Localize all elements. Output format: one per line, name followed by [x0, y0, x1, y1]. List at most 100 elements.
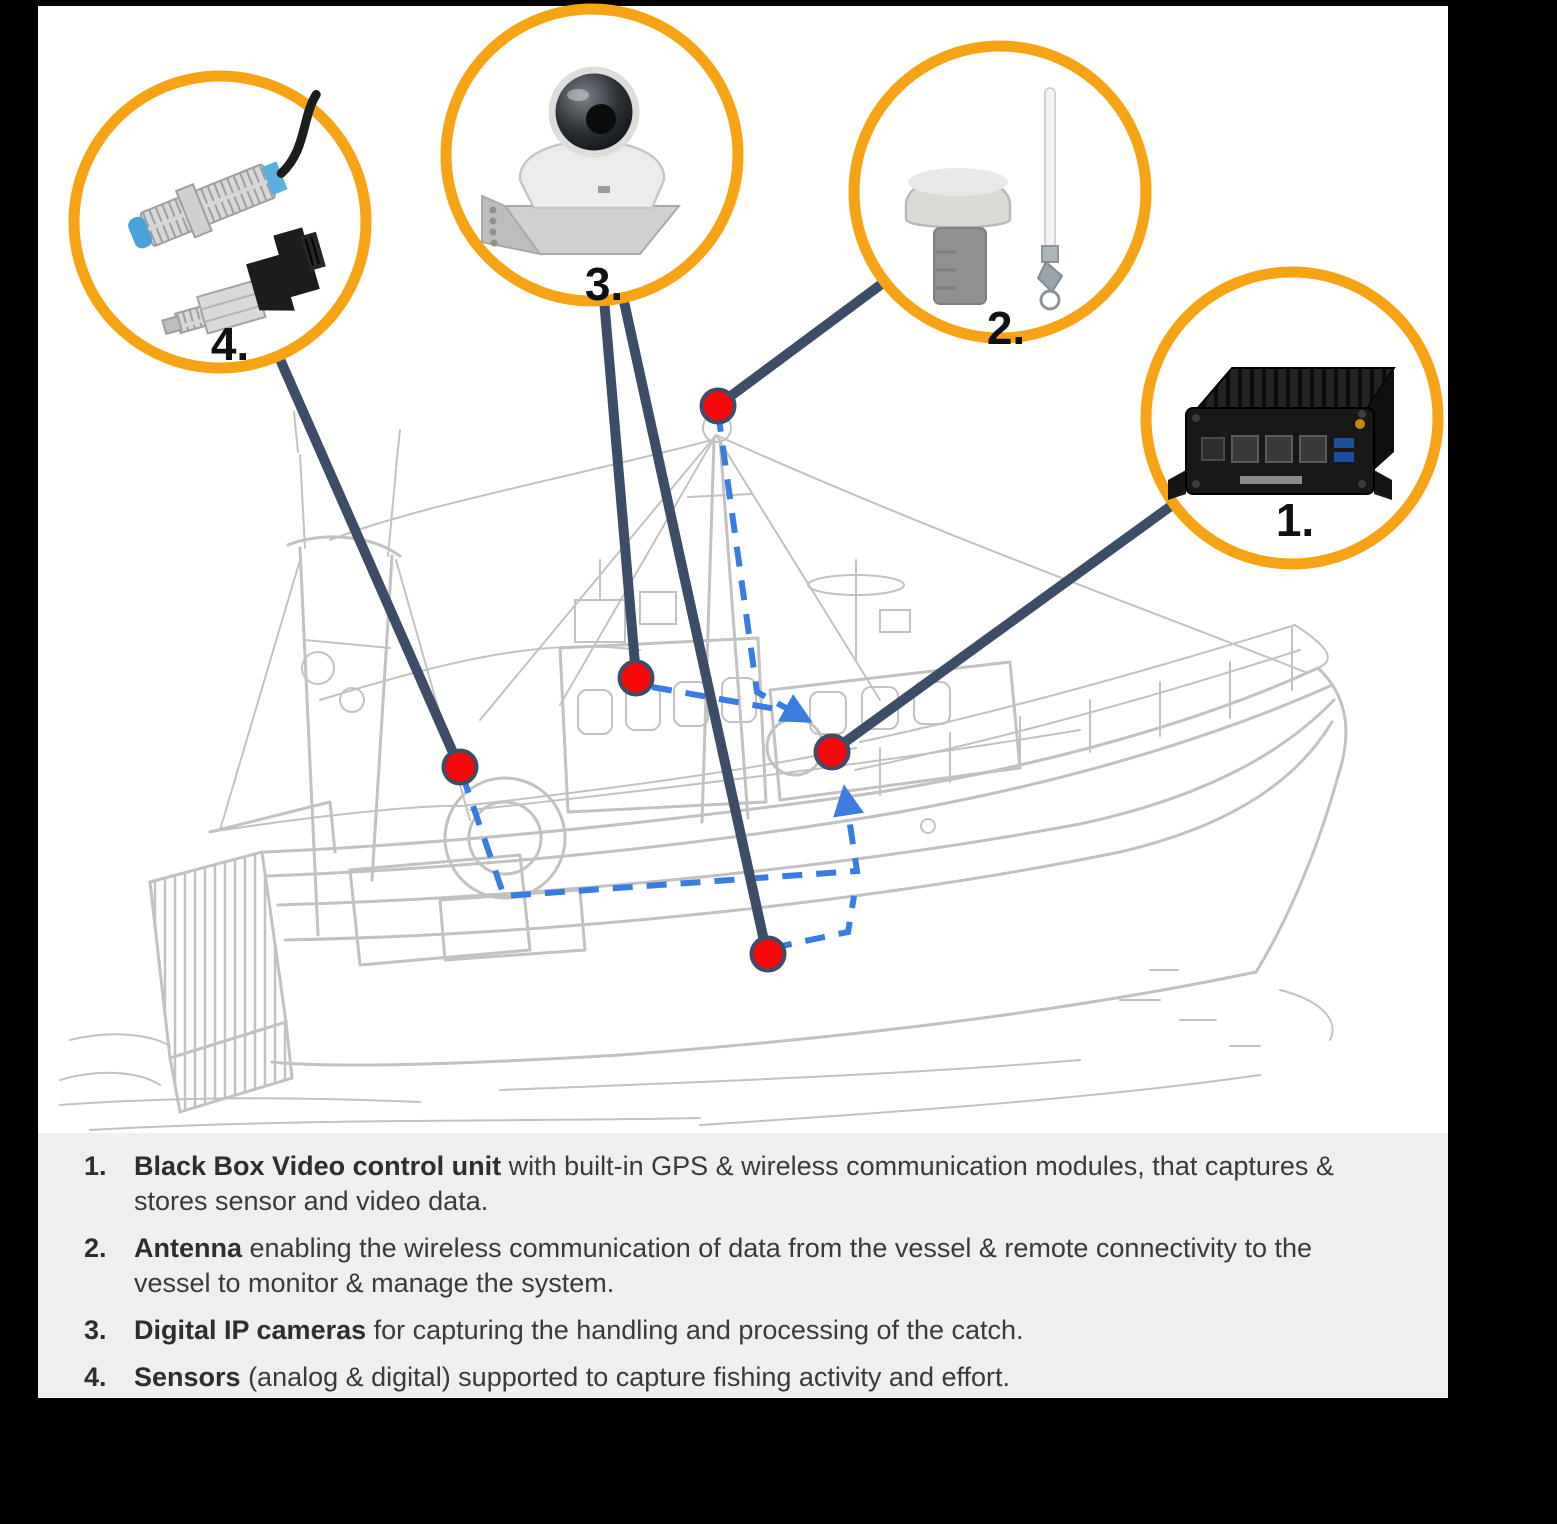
legend-lead: Sensors: [134, 1362, 241, 1392]
legend-text: Digital IP cameras for capturing the han…: [134, 1313, 1396, 1348]
winch-base: [438, 888, 587, 962]
hull-stripe-lower: [283, 720, 1334, 942]
leader-sensors: [274, 352, 463, 769]
legend: 1. Black Box Video control unit with bui…: [38, 1133, 1448, 1397]
legend-rest: with built-in GPS & wireless communicati…: [134, 1151, 1334, 1216]
callout-label-2: 2.: [987, 302, 1025, 354]
legend-item-antenna: 2. Antenna enabling the wireless communi…: [84, 1231, 1396, 1301]
leader-antenna: [715, 278, 888, 409]
legend-number: 3.: [84, 1315, 107, 1345]
plug-ribs: [304, 237, 320, 267]
midship-railing: [209, 747, 857, 833]
callout-label-1: 1.: [1276, 494, 1314, 546]
gantry-pulley-small: [339, 687, 365, 713]
gps-antenna-stem: [933, 227, 987, 305]
callout-label-3: 3.: [585, 258, 623, 310]
ethernet-port: [1231, 435, 1259, 463]
backstay: [329, 439, 713, 541]
dome-camera-image: [481, 66, 682, 256]
legend-number: 4.: [84, 1362, 107, 1392]
wheelhouse-roof-gear: [574, 559, 677, 643]
mount-point-camera-wheelhouse: [617, 659, 655, 697]
hull-stripe-upper: [276, 698, 1336, 907]
route-wheelhouse-camera-to-unit: [651, 684, 794, 715]
aft-deckhouse: [768, 660, 1022, 802]
legend-lead: Antenna: [134, 1233, 242, 1263]
wheelhouse-window: [577, 689, 613, 735]
mount-points: [441, 387, 851, 973]
bracket-hole: [490, 239, 498, 247]
leader-lines: [274, 278, 1176, 955]
usb-port: [1334, 452, 1354, 462]
usb-port: [1334, 438, 1354, 448]
callout-camera: 3.: [440, 3, 744, 310]
vessel-sketch: [59, 411, 1348, 1131]
deck-edge-inner: [469, 729, 1081, 811]
stern-deck-edge: [208, 800, 337, 854]
whip-antenna-rod: [1044, 87, 1056, 249]
screw: [1358, 410, 1366, 418]
legend-lead: Black Box Video control unit: [134, 1151, 502, 1181]
sensor-cable: [276, 90, 321, 178]
trawl-winch: [443, 776, 567, 900]
inductive-sensor-collar: [261, 161, 288, 196]
io-port: [1201, 437, 1225, 461]
camera-bracket-flange: [481, 194, 543, 256]
mount-point-camera-deck: [749, 935, 787, 973]
callout-label-4: 4.: [211, 318, 249, 370]
route-sensor-to-unit: [459, 773, 864, 900]
gantry-pulley: [301, 651, 335, 685]
whip-antenna-ring: [1039, 289, 1061, 311]
black-box-unit-image: [1168, 367, 1396, 500]
data-routes: [459, 411, 864, 951]
callout-antenna: 2.: [848, 40, 1152, 354]
antenna-image: [904, 87, 1064, 311]
leader-camera-deck: [618, 292, 771, 955]
legend-item-cameras: 3. Digital IP cameras for capturing the …: [84, 1313, 1396, 1348]
unit-label-strip: [1240, 476, 1302, 484]
sensors-image: [128, 90, 326, 336]
hull-sheer-line: [266, 684, 1332, 878]
stern-ramp-lower: [168, 1020, 294, 1114]
bow-railing: [854, 624, 1329, 771]
water-lines: [59, 1059, 1261, 1131]
mast-stays: [479, 434, 881, 721]
bow-stanchions: [879, 627, 1293, 796]
ethernet-port: [1265, 435, 1293, 463]
gps-antenna-cap-top: [908, 168, 1008, 196]
wheelhouse: [558, 636, 768, 814]
hull-bottom: [270, 970, 1258, 1067]
ethernet-port: [1299, 435, 1327, 463]
mount-point-sensor: [441, 748, 479, 786]
main-mast: [700, 438, 750, 824]
brand-logo-dot: [1355, 419, 1365, 429]
unit-flange-right: [1374, 470, 1392, 500]
legend-item-sensors: 4. Sensors (analog & digital) supported …: [84, 1360, 1396, 1395]
forestay: [715, 434, 1306, 673]
unit-heatsink-top: [1193, 367, 1396, 411]
legend-lead: Digital IP cameras: [134, 1315, 367, 1345]
route-deck-camera-to-unit: [771, 895, 857, 951]
whip-antenna-collar: [1041, 245, 1059, 263]
wheelhouse-window: [673, 681, 709, 727]
pressure-sensor-facets: [200, 291, 263, 323]
legend-text: Sensors (analog & digital) supported to …: [134, 1360, 1396, 1395]
legend-text: Black Box Video control unit with built-…: [134, 1149, 1396, 1219]
gantry-masts: [293, 411, 401, 557]
camera-detail: [598, 186, 610, 193]
porthole: [920, 818, 936, 834]
screw: [1358, 480, 1366, 488]
callout-black-box: 1.: [1140, 266, 1444, 570]
bracket-hole: [489, 217, 497, 225]
inductive-sensor-tip: [128, 216, 153, 249]
leader-camera-wheelhouse: [599, 294, 641, 681]
mast-crosstree: [687, 493, 753, 498]
deck-box: [348, 853, 532, 967]
stern-wake: [59, 1033, 171, 1086]
mount-point-antenna: [699, 387, 737, 425]
pressure-sensor-tip: [161, 314, 183, 336]
bracket-hole: [489, 228, 497, 236]
screw: [1192, 480, 1200, 488]
